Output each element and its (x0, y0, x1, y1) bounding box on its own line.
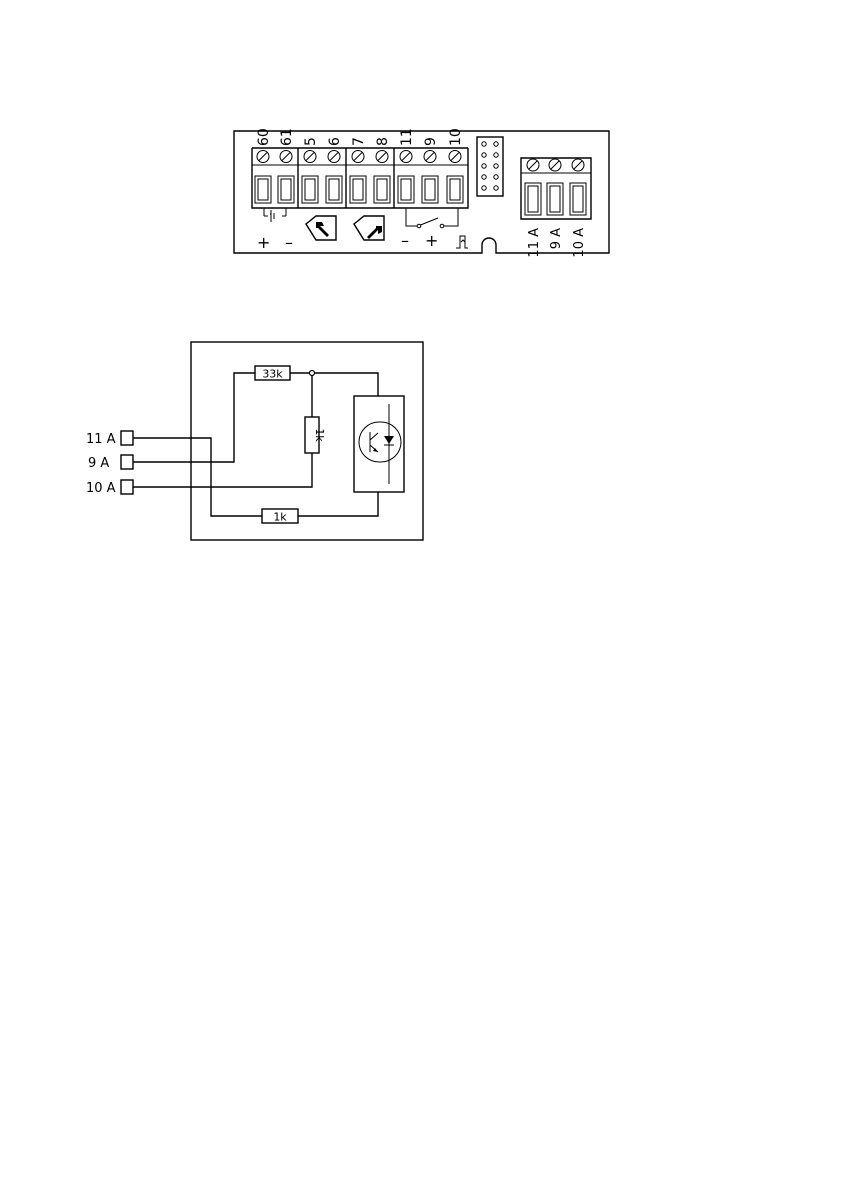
optocoupler-icon (354, 396, 404, 492)
wires (133, 371, 378, 517)
resistor-1k-horizontal: 1k (262, 509, 298, 524)
main-terminals (252, 148, 468, 208)
terminal-number-label: 10 (448, 128, 464, 146)
aux-terminal-2 (547, 159, 563, 215)
terminal-7 (350, 151, 366, 204)
battery-plus-label: + (257, 233, 270, 252)
terminal-number-label: 60 (256, 128, 272, 146)
input-minus-label: – (401, 231, 409, 250)
aux-terminal-label: 10 A (572, 228, 587, 258)
input-plus-label: + (425, 231, 438, 250)
pin-11a: 11 A (86, 431, 133, 447)
terminal-11 (398, 151, 414, 204)
aux-terminal-3 (570, 159, 586, 215)
terminal-8 (374, 151, 390, 204)
terminal-number-label: 7 (351, 137, 367, 146)
aux-terminal-1 (525, 159, 541, 215)
resistor-33k: 33k (255, 366, 290, 381)
terminal-number-label: 11 (399, 128, 415, 146)
pin-9a: 9 A (88, 455, 133, 471)
resistor-value: 33k (262, 368, 283, 381)
up-right-arrow-icon (354, 216, 384, 240)
aux-terminal-label: 9 A (549, 228, 564, 249)
aux-terminal-label: 11 A (527, 228, 542, 258)
terminal-10 (447, 151, 463, 204)
terminal-number-label: 6 (327, 137, 343, 146)
pin-label: 11 A (86, 432, 116, 447)
terminal-number-label: 8 (375, 137, 391, 146)
resistor-value: 1k (273, 511, 287, 524)
terminal-9 (422, 151, 438, 204)
battery-minus-label: – (285, 233, 293, 252)
up-left-arrow-icon (306, 216, 336, 240)
terminal-number-label: 5 (303, 137, 319, 146)
resistor-1k-vertical: 1k (305, 417, 326, 453)
aux-terminals (521, 158, 591, 219)
terminal-number-label: 61 (279, 128, 295, 146)
terminal-number-label: 9 (423, 137, 439, 146)
terminal-5 (302, 151, 318, 204)
switch-icon (406, 208, 458, 228)
battery-icon (264, 208, 286, 222)
pin-label: 9 A (88, 456, 109, 471)
pulse-icon (456, 236, 468, 248)
terminal-60 (255, 151, 271, 204)
pin-10a: 10 A (86, 480, 133, 496)
pin-header (477, 137, 503, 196)
terminal-61 (278, 151, 294, 204)
pin-label: 10 A (86, 481, 116, 496)
terminal-6 (326, 151, 342, 204)
circuit-diagram: 11 A 9 A 10 A 33k 1k (86, 342, 423, 540)
resistor-value: 1k (313, 428, 326, 442)
